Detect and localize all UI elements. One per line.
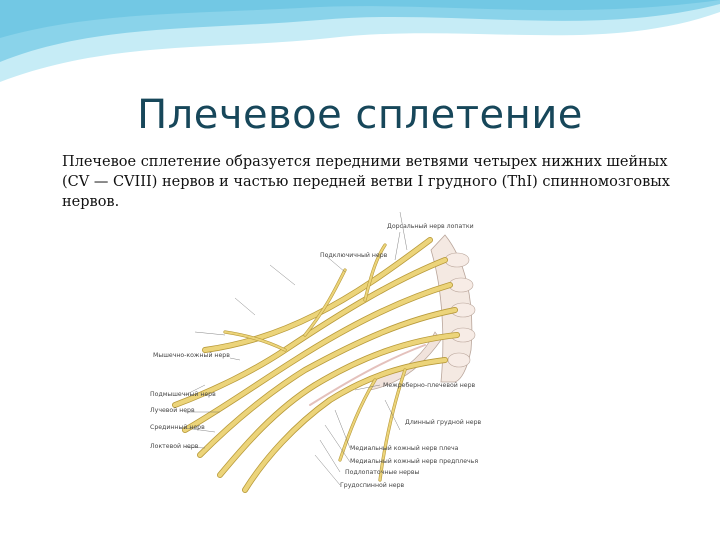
label-medial-cutaneous-forearm: Медиальный кожный нерв предплечья	[350, 457, 478, 465]
label-long-thoracic: Длинный грудной нерв	[405, 418, 481, 426]
nerve-bundle	[172, 237, 460, 493]
label-musculocutaneous: Мышечно-кожный нерв	[153, 351, 230, 359]
brachial-plexus-illustration: Дорсальный нерв лопатки Подключичный нер…	[150, 211, 481, 493]
label-axillary: Подмышечный нерв	[150, 390, 216, 398]
label-ulnar: Локтевой нерв	[150, 442, 199, 450]
label-medial-cutaneous-arm: Медиальный кожный нерв плеча	[350, 444, 459, 452]
label-subscapular: Подлопаточные нервы	[345, 469, 419, 476]
label-median: Срединный нерв	[150, 423, 205, 431]
figure-labels: Дорсальный нерв лопатки Подключичный нер…	[150, 222, 481, 489]
label-radial: Лучевой нерв	[150, 406, 195, 414]
header-wave-decoration	[0, 0, 720, 82]
label-thoracodorsal: Грудоспинной нерв	[340, 481, 405, 489]
page-title: Плечевое сплетение	[137, 92, 583, 138]
label-subclavian: Подключичный нерв	[320, 251, 388, 259]
body-text: Плечевое сплетение образуется передними …	[62, 154, 670, 210]
label-intercostobrachial: Межреберно-плечевой нерв	[383, 381, 476, 389]
label-leaders	[184, 211, 408, 486]
label-dorsal-scapular: Дорсальный нерв лопатки	[387, 222, 474, 230]
